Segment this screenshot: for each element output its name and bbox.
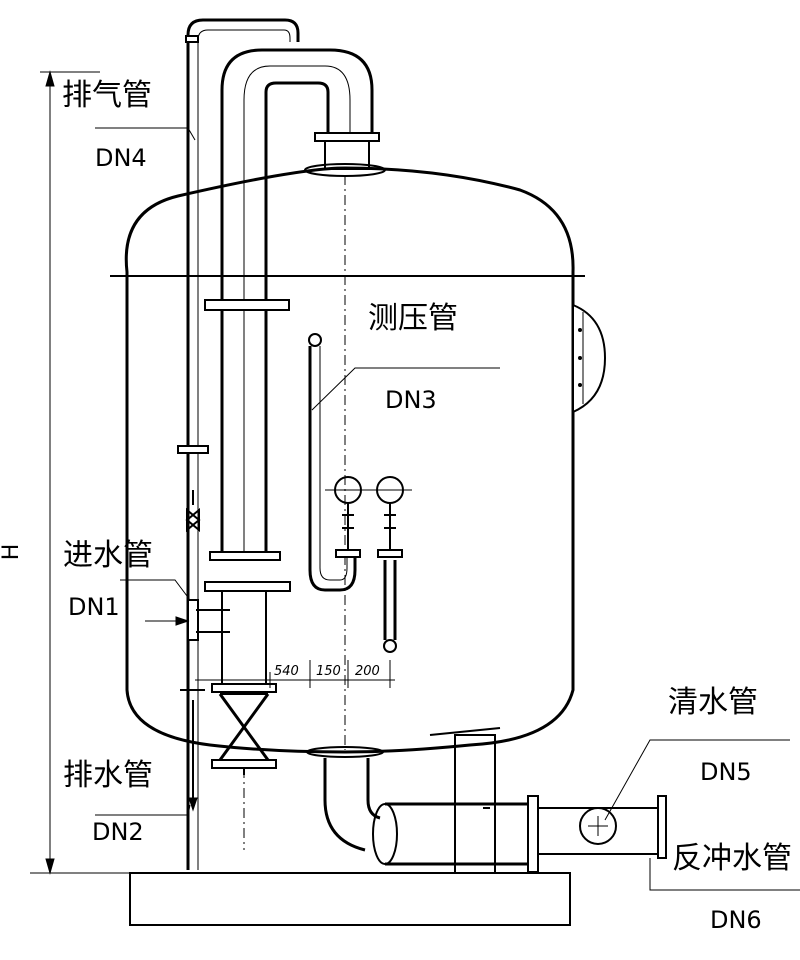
outlet-pipe	[323, 758, 667, 873]
pressure-pipe-dn: DN3	[385, 386, 437, 414]
height-dimension: H	[0, 70, 130, 875]
dimension-540: 540	[274, 664, 299, 679]
inlet-riser-pipe	[204, 48, 380, 850]
drain-pipe-dn: DN2	[92, 818, 144, 846]
clean-pipe-dn: DN5	[700, 758, 752, 786]
pressure-tube	[308, 333, 357, 592]
backwash-pipe-label: 反冲水管	[672, 841, 792, 876]
dimension-row: 540 150 200	[195, 660, 395, 688]
dimension-150: 150	[316, 664, 341, 679]
vent-pipe-label: 排气管	[62, 78, 152, 113]
inlet-branch	[145, 599, 230, 641]
inlet-pipe-dn: DN1	[68, 593, 120, 621]
dimension-200: 200	[355, 664, 380, 679]
height-label: H	[0, 544, 24, 561]
drain-pipe-label: 排水管	[63, 758, 153, 793]
leader-lines	[95, 127, 800, 891]
pressure-pipe-label: 测压管	[368, 301, 458, 336]
vent-pipe	[177, 18, 300, 870]
backwash-pipe-dn: DN6	[710, 906, 762, 934]
clean-pipe-label: 清水管	[668, 685, 758, 720]
inlet-pipe-label: 进水管	[63, 538, 153, 573]
pressure-gauge-left	[325, 476, 372, 558]
vent-pipe-dn: DN4	[95, 144, 147, 172]
pressure-gauge-right	[366, 476, 412, 653]
